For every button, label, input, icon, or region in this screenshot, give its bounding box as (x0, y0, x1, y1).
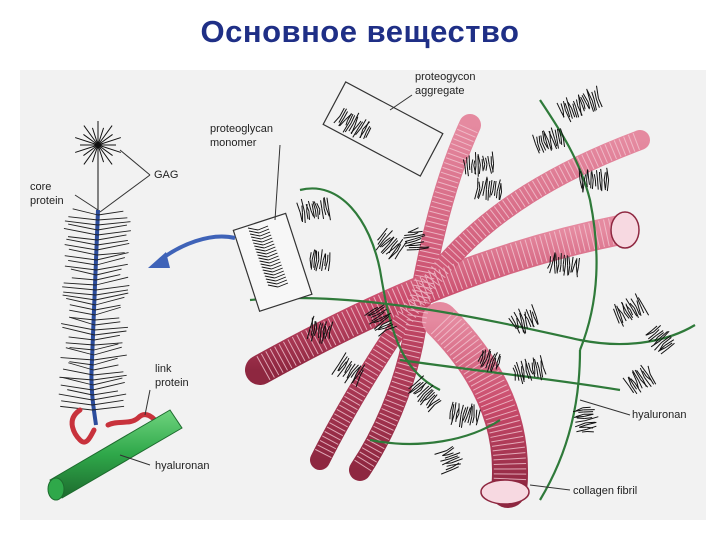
label-core-protein: core (30, 181, 51, 193)
label-proteoglycan-monomer: proteoglycan (210, 123, 273, 135)
label-proteoglycan-monomer: monomer (210, 137, 257, 149)
gag-starburst (75, 121, 121, 210)
proteoglycan-monomer (435, 446, 463, 474)
link-protein (72, 410, 94, 442)
slide-title: Основное вещество (0, 14, 720, 50)
hyaluronan-strand (540, 350, 580, 500)
label-gag: GAG (154, 169, 178, 181)
ground-substance-figure: proteogycon aggregate proteoglycan monom… (20, 70, 706, 520)
inset-frame (233, 213, 312, 311)
labels: proteogycon aggregate proteoglycan monom… (30, 71, 686, 497)
label-link-protein: protein (155, 377, 189, 389)
label-link-protein: link (155, 363, 172, 375)
label-hyaluronan-left: hyaluronan (155, 460, 209, 472)
proteoglycan-monomer (297, 197, 331, 223)
proteoglycan-monomer (613, 293, 648, 326)
proteoglycan-monomer (450, 402, 480, 428)
collagen-fibril-end (611, 212, 639, 248)
proteoglycan-monomer (475, 177, 502, 201)
label-hyaluronan-right: hyaluronan (632, 409, 686, 421)
proteoglycan-monomer (623, 365, 656, 394)
magnification-inset (148, 213, 312, 311)
label-proteoglycan-aggregate: proteogycon (415, 71, 476, 83)
label-collagen-fibril: collagen fibril (573, 485, 637, 497)
proteoglycan-monomer (376, 228, 407, 259)
proteoglycan-monomer (513, 355, 546, 384)
proteoglycan-monomer (533, 128, 565, 154)
proteoglycan-monomer (310, 249, 330, 271)
proteoglycan-monomer (557, 86, 602, 122)
proteoglycan-monomer (334, 108, 371, 139)
label-core-protein: protein (30, 195, 64, 207)
label-proteoglycan-aggregate: aggregate (415, 85, 465, 97)
figure-canvas: proteogycon aggregate proteoglycan monom… (20, 70, 706, 520)
core-protein (91, 210, 98, 425)
proteoglycan-monomer (573, 407, 598, 432)
collagen-fibril-end (481, 480, 529, 504)
pointer-arrow (160, 237, 235, 260)
